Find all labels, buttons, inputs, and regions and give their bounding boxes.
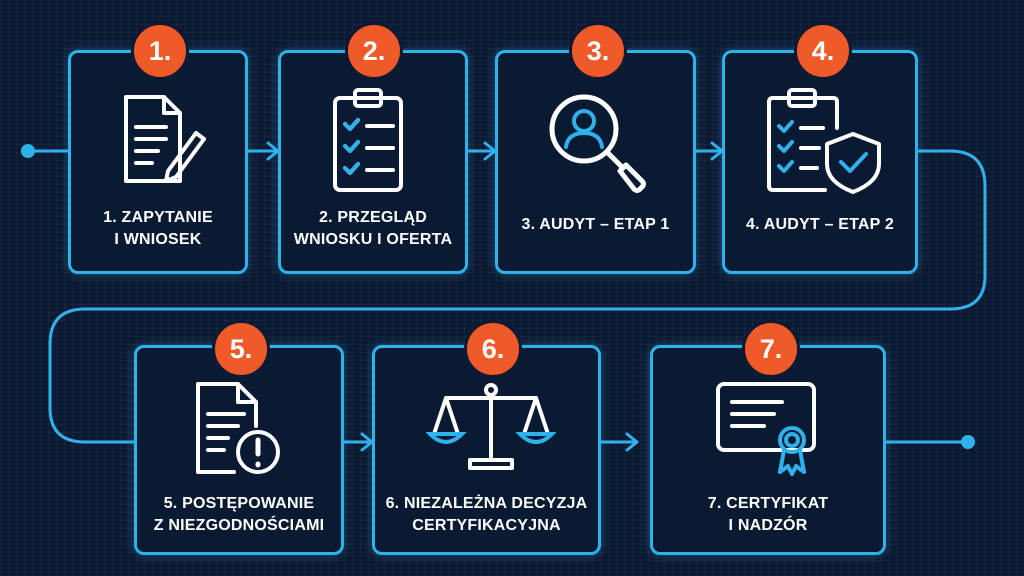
step-7-label-line2: I NADZÓR [728, 517, 808, 534]
step-3-badge: 3. [569, 22, 627, 80]
step-3-box [495, 50, 696, 274]
arrow-1-2 [246, 141, 280, 161]
step-2-box [278, 50, 468, 274]
step-4-label-line1: 4. AUDYT – ETAP 2 [745, 216, 895, 233]
step-2-badge: 2. [345, 22, 403, 80]
arrow-3-4 [694, 141, 724, 161]
document-warning-icon [196, 382, 280, 474]
step-5-label-line2: Z NIEZGODNOŚCIAMI [153, 517, 325, 534]
step-6-box [372, 345, 601, 555]
step-2-label: 2. PRZEGLĄD WNIOSKU I OFERTA [278, 207, 468, 251]
step-6-label-line1: 6. NIEZALEŻNA DECYZJA [385, 495, 588, 512]
step-5-label: 5. POSTĘPOWANIE Z NIEZGODNOŚCIAMI [134, 493, 344, 537]
step-4-box [722, 50, 918, 274]
step-4-badge: 4. [794, 22, 852, 80]
certificate-ribbon-icon [716, 382, 816, 476]
step-6-badge: 6. [464, 320, 522, 378]
return-loop-connector [48, 149, 987, 444]
step-5-badge: 5. [212, 320, 270, 378]
step-7-badge: 7. [742, 320, 800, 378]
end-dot [961, 435, 975, 449]
document-pen-icon [124, 95, 206, 183]
step-1-label-line2: I WNIOSEK [114, 231, 202, 248]
arrow-6-7 [599, 432, 639, 452]
magnifier-person-icon [549, 94, 646, 193]
start-dot [21, 144, 35, 158]
step-4-label: 4. AUDYT – ETAP 2 [722, 214, 918, 236]
clipboard-checklist-icon [333, 88, 403, 192]
scales-icon [426, 383, 556, 470]
arrow-5-6 [342, 432, 374, 452]
step-7-label-line1: 7. CERTYFIKAT [707, 495, 829, 512]
step-7-label: 7. CERTYFIKAT I NADZÓR [650, 493, 886, 537]
clipboard-shield-icon [767, 88, 881, 194]
step-3-label: 3. AUDYT – ETAP 1 [495, 214, 696, 236]
step-1-badge: 1. [131, 22, 189, 80]
step-6-label-line2: CERTYFIKACYJNA [412, 517, 561, 534]
step-1-label-line1: 1. ZAPYTANIE [103, 209, 213, 226]
step-2-label-line2: WNIOSKU I OFERTA [293, 231, 453, 248]
step-6-label: 6. NIEZALEŻNA DECYZJA CERTYFIKACYJNA [372, 493, 601, 537]
step-3-label-line1: 3. AUDYT – ETAP 1 [521, 216, 670, 233]
step-5-label-line1: 5. POSTĘPOWANIE [163, 495, 315, 512]
step-1-label: 1. ZAPYTANIE I WNIOSEK [68, 207, 248, 251]
step-2-label-line1: 2. PRZEGLĄD [319, 209, 427, 226]
arrow-2-3 [466, 141, 497, 161]
step-1-box [68, 50, 248, 274]
